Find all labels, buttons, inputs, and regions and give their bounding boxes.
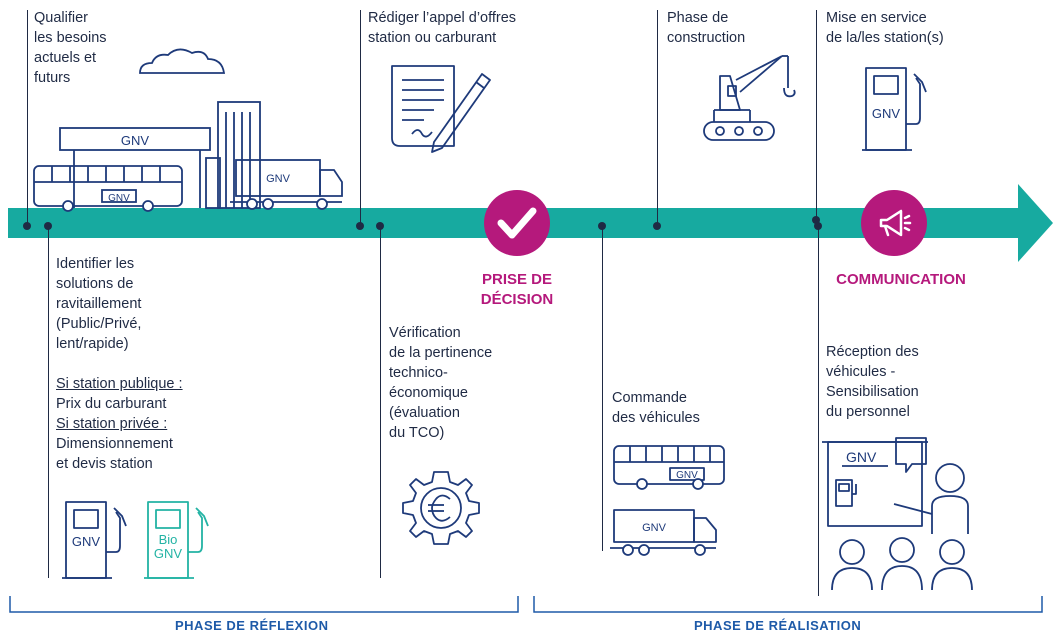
euro-gear-icon [402,471,480,545]
svg-text:GNV: GNV [642,522,667,534]
megaphone-icon [861,190,927,256]
dot-reception [814,222,822,230]
dot-rediger [356,222,364,230]
training-presentation-icon: GNV [822,437,973,591]
si-publique-label: Si station publique : [56,376,183,392]
gnv-station-scene-icon: GNV GNV GNV [33,101,343,212]
svg-text:GNV: GNV [846,449,877,465]
svg-text:GNV: GNV [154,546,183,561]
gnv-pump-icon: GNV [862,67,927,151]
svg-text:GNV: GNV [108,193,130,204]
dot-verification [376,222,384,230]
bio-gnv-pump-icon: Bio GNV [144,501,209,579]
line-qualifier [27,10,28,226]
svg-text:GNV: GNV [121,133,150,148]
dot-commande [598,222,606,230]
svg-text:GNV: GNV [872,106,901,121]
crane-icon [703,55,796,141]
svg-text:GNV: GNV [72,534,101,549]
step-station-options: Si station publique : Prix du carburant … [56,376,183,472]
dot-construction [653,222,661,230]
document-pen-icon [391,65,491,153]
dot-mise-en-service [812,216,820,224]
phase-realisation-bracket [533,596,1043,613]
bus-icon: GNV [613,445,725,490]
svg-text:Bio: Bio [159,532,178,547]
milestone-decision: PRISE DE DÉCISION [480,271,554,308]
decision-check-icon [484,190,550,256]
line-mise-en-service [816,10,817,222]
dot-identifier [44,222,52,230]
phase-realisation-label: PHASE DE RÉALISATION [694,618,862,633]
milestone-communication: COMMUNICATION [836,271,966,288]
line-commande [602,226,603,551]
truck-icon: GNV [610,509,717,556]
dot-qualifier [23,222,31,230]
phase-reflexion-label: PHASE DE RÉFLEXION [175,618,329,633]
line-rediger [360,10,361,226]
line-verification [380,226,381,578]
line-reception [818,226,819,596]
si-privee-label: Si station privée : [56,416,168,432]
cloud-icon [139,48,226,74]
line-identifier [48,226,49,578]
phase-reflexion-bracket [9,596,519,613]
svg-text:GNV: GNV [266,173,291,185]
gnv-pump-small-icon: GNV [62,501,127,579]
svg-text:GNV: GNV [676,470,698,481]
line-construction [657,10,658,226]
